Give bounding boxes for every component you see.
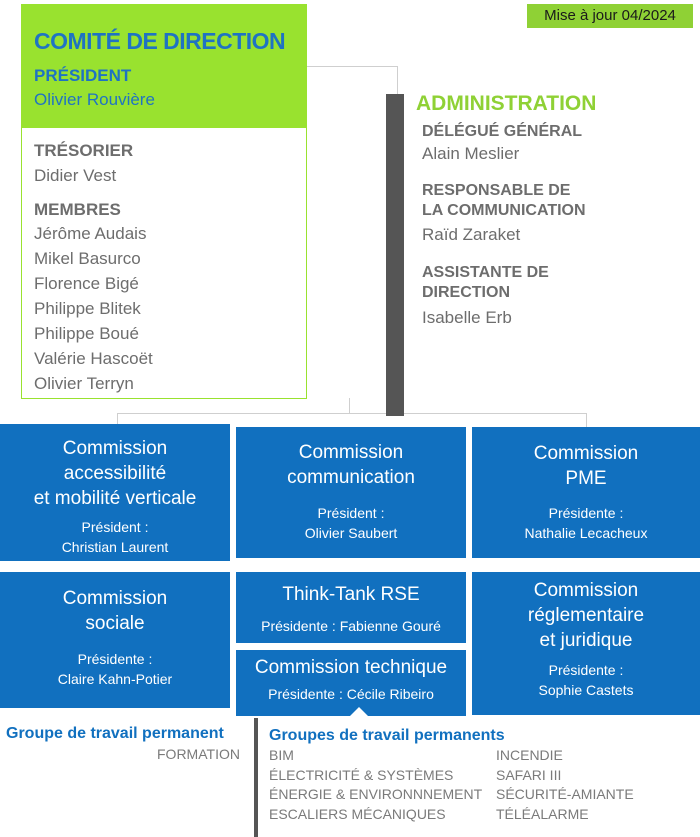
commission-technique: Commission technique Présidente : Cécile… — [236, 650, 466, 716]
membre-item: Philippe Blitek — [34, 299, 141, 318]
commission-president-name: Sophie Castets — [538, 682, 634, 698]
comite-header — [21, 4, 307, 128]
commission-president-name: Claire Kahn-Potier — [57, 671, 173, 687]
role-label: ASSISTANTE DE DIRECTION — [422, 263, 549, 303]
role-label-line: LA COMMUNICATION — [422, 202, 586, 219]
commission-accessibilite: Commission accessibilité et mobilité ver… — [0, 424, 230, 561]
president-name: Olivier Rouvière — [34, 90, 155, 109]
commission-president-role: Présidente : — [548, 662, 624, 678]
commission-president-role: Président : — [317, 505, 385, 521]
groupe-item: ÉLECTRICITÉ & SYSTÈMES — [269, 766, 454, 783]
role-name: Isabelle Erb — [422, 308, 512, 327]
commission-title: Commission technique — [254, 657, 448, 678]
commission-sociale: Commission sociale Présidente : Claire K… — [0, 572, 230, 708]
commission-communication: Commission communication Président : Oli… — [236, 427, 466, 558]
connector-line — [586, 413, 587, 427]
commission-title: Commission — [62, 588, 168, 609]
groupe-item: BIM — [269, 747, 294, 763]
connector-line — [397, 66, 398, 96]
commission-title: Commission — [62, 438, 168, 459]
commission-title: et mobilité verticale — [33, 488, 197, 509]
connector-line — [117, 413, 118, 425]
groupe-permanent-title: Groupe de travail permanent — [6, 725, 224, 742]
update-badge: Mise à jour 04/2024 — [527, 4, 693, 28]
commission-reglementaire: Commission réglementaire et juridique Pr… — [472, 572, 700, 715]
membre-item: Valérie Hascoët — [34, 349, 153, 368]
comite-title: COMITÉ DE DIRECTION — [34, 28, 286, 54]
role-label: RESPONSABLE DE LA COMMUNICATION — [422, 181, 586, 221]
groupe-item: TÉLÉALARME — [496, 805, 589, 822]
groupes-list-col1: BIM ÉLECTRICITÉ & SYSTÈMES ÉNERGIE & ENV… — [269, 746, 482, 824]
connector-line — [117, 413, 586, 414]
membres-label: MEMBRES — [34, 200, 121, 219]
membre-item: Mikel Basurco — [34, 249, 141, 268]
groupe-item: SAFARI III — [496, 766, 562, 783]
commission-president-role: Président : — [81, 519, 149, 535]
membre-item: Jérôme Audais — [34, 224, 147, 243]
commission-title: communication — [287, 467, 415, 488]
groupe-item: SÉCURITÉ-AMIANTE — [496, 786, 634, 802]
commission-president-name: Christian Laurent — [61, 539, 169, 555]
role-label-line: DIRECTION — [422, 284, 510, 301]
pointer-triangle — [349, 707, 369, 717]
commission-title: réglementaire — [527, 605, 645, 626]
role-label-line: DÉLÉGUÉ GÉNÉRAL — [422, 123, 583, 140]
connector-line — [305, 66, 397, 67]
membre-item: Philippe Boué — [34, 324, 139, 343]
commission-pme: Commission PME Présidente : Nathalie Lec… — [472, 427, 700, 558]
administration-bar — [386, 94, 404, 416]
commission-president-role: Présidente : — [548, 505, 624, 521]
commission-president-name: Olivier Saubert — [304, 525, 398, 541]
commission-title: Commission — [533, 443, 639, 464]
role-label: DÉLÉGUÉ GÉNÉRAL — [422, 122, 582, 142]
groupe-permanent-item: FORMATION — [157, 746, 240, 762]
groupe-item: INCENDIE — [496, 747, 563, 763]
commission-title: Commission — [298, 442, 404, 463]
connector-line — [349, 398, 350, 414]
membre-item: Olivier Terryn — [34, 374, 134, 393]
administration-title: ADMINISTRATION — [416, 92, 597, 115]
commission-title: PME — [565, 468, 607, 489]
groupes-permanents-title: Groupes de travail permanents — [269, 727, 505, 744]
groupes-list-col2: INCENDIE SAFARI III SÉCURITÉ-AMIANTE TÉL… — [496, 746, 634, 824]
role-name: Raïd Zaraket — [422, 225, 521, 244]
president-label: PRÉSIDENT — [34, 66, 132, 85]
commission-title: Think-Tank RSE — [282, 584, 420, 605]
commission-president-name: Nathalie Lecacheux — [524, 525, 648, 541]
commission-title: sociale — [85, 613, 145, 634]
membres-list: Jérôme Audais Mikel Basurco Florence Big… — [34, 221, 153, 396]
groupes-bar — [254, 718, 258, 837]
think-tank-rse: Think-Tank RSE Présidente : Fabienne Gou… — [236, 572, 466, 643]
role-label-line: RESPONSABLE DE — [422, 182, 571, 199]
role-name: Alain Meslier — [422, 144, 520, 163]
commission-title: et juridique — [539, 630, 633, 651]
commission-president-line: Présidente : Cécile Ribeiro — [268, 686, 434, 702]
groupe-item: ESCALIERS MÉCANIQUES — [269, 805, 446, 822]
commission-president-line: Présidente : Fabienne Gouré — [261, 618, 441, 634]
commission-title: accessibilité — [63, 463, 167, 484]
membre-item: Florence Bigé — [34, 274, 139, 293]
tresorier-label: TRÉSORIER — [34, 141, 134, 160]
role-label-line: ASSISTANTE DE — [422, 264, 549, 281]
commission-president-role: Présidente : — [77, 651, 153, 667]
comite-body — [21, 128, 307, 399]
commission-title: Commission — [533, 580, 639, 601]
groupe-item: ÉNERGIE & ENVIRONNNEMENT — [269, 786, 483, 802]
tresorier-name: Didier Vest — [34, 166, 117, 185]
